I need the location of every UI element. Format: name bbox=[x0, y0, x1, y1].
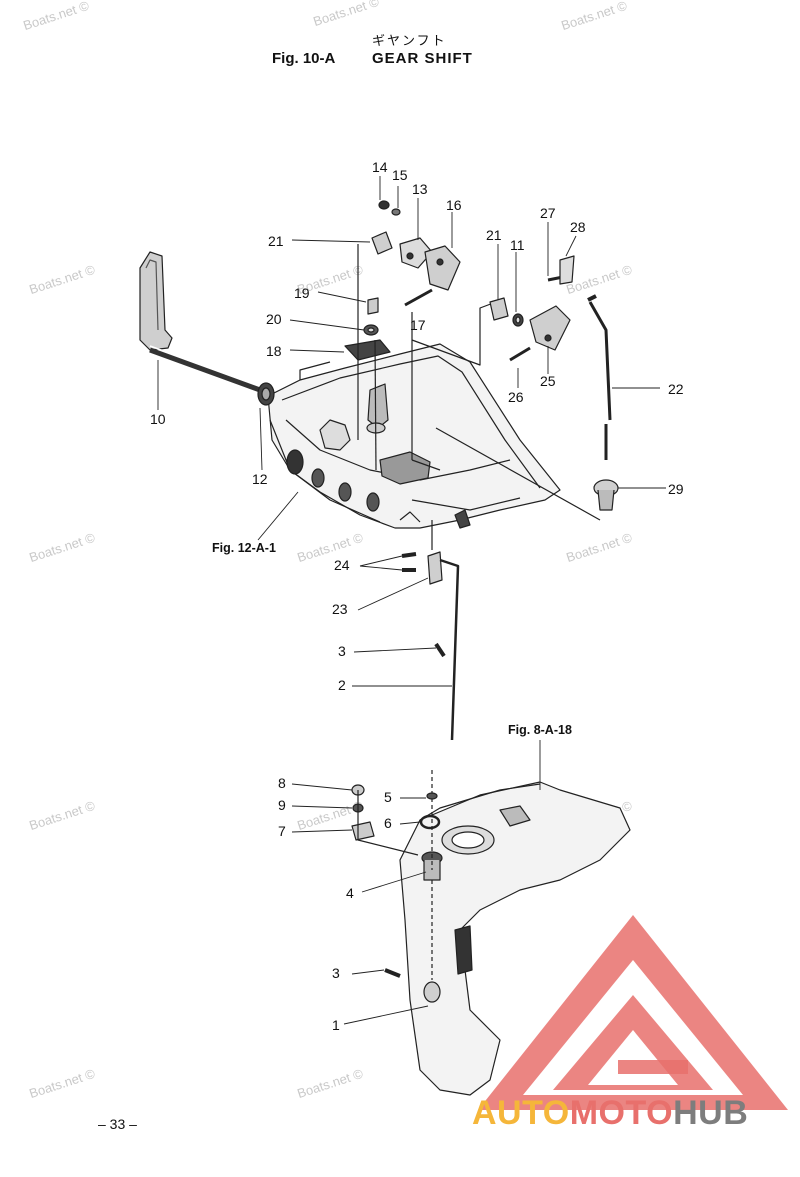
callout-9: 9 bbox=[278, 797, 286, 813]
callout-3-lower: 3 bbox=[332, 965, 340, 981]
callout-26: 26 bbox=[508, 389, 524, 405]
callout-8: 8 bbox=[278, 775, 286, 791]
shift-rod-illustration bbox=[401, 520, 460, 741]
callout-2: 2 bbox=[338, 677, 346, 693]
title-japanese: ギヤンフト bbox=[372, 34, 447, 49]
callout-28: 28 bbox=[570, 219, 586, 235]
page-number: – 33 – bbox=[98, 1116, 137, 1132]
callout-24: 24 bbox=[334, 557, 350, 573]
callout-13: 13 bbox=[412, 181, 428, 197]
callout-7: 7 bbox=[278, 823, 286, 839]
upper-linkage-illustration bbox=[344, 200, 497, 471]
lower-cowling-illustration bbox=[267, 343, 561, 529]
automotohub-logo-mark bbox=[478, 915, 788, 1110]
callout-17: 17 bbox=[410, 317, 426, 333]
callout-18: 18 bbox=[266, 343, 282, 359]
figure-references: Fig. 12-A-1 Fig. 8-A-18 bbox=[212, 541, 572, 737]
lower-housing-illustration bbox=[351, 770, 631, 1096]
callout-14: 14 bbox=[372, 159, 388, 175]
callout-16: 16 bbox=[446, 197, 462, 213]
callout-5: 5 bbox=[384, 789, 392, 805]
callout-21-right: 21 bbox=[486, 227, 502, 243]
logo-text-moto: MOTO bbox=[569, 1094, 674, 1132]
callout-4: 4 bbox=[346, 885, 354, 901]
page-title: GEAR SHIFT bbox=[372, 50, 473, 67]
callout-23: 23 bbox=[332, 601, 348, 617]
callout-15: 15 bbox=[392, 167, 408, 183]
right-linkage-illustration bbox=[435, 255, 619, 521]
callout-21-left: 21 bbox=[268, 233, 284, 249]
shift-lever-illustration bbox=[139, 251, 275, 406]
callout-6: 6 bbox=[384, 815, 392, 831]
logo-text-hub: HUB bbox=[673, 1094, 749, 1132]
callout-29: 29 bbox=[668, 481, 684, 497]
callout-12: 12 bbox=[252, 471, 268, 487]
callout-25: 25 bbox=[540, 373, 556, 389]
callout-27: 27 bbox=[540, 205, 556, 221]
logo-text-auto: AUTO bbox=[472, 1094, 570, 1132]
callout-3-upper: 3 bbox=[338, 643, 346, 659]
reference-fig-8-a-18: Fig. 8-A-18 bbox=[508, 723, 572, 737]
callout-19: 19 bbox=[294, 285, 310, 301]
callout-10: 10 bbox=[150, 411, 166, 427]
callout-20: 20 bbox=[266, 311, 282, 327]
callout-numbers: 14 15 13 16 21 19 20 17 18 10 12 21 11 2… bbox=[150, 159, 684, 1033]
automotohub-logo-text: AUTOMOTOHUB bbox=[472, 1094, 748, 1133]
figure-number: Fig. 10-A bbox=[272, 50, 336, 67]
reference-fig-12-a-1: Fig. 12-A-1 bbox=[212, 541, 276, 555]
callout-1: 1 bbox=[332, 1017, 340, 1033]
callout-11: 11 bbox=[510, 237, 525, 253]
leader-lines bbox=[157, 176, 666, 1025]
callout-22: 22 bbox=[668, 381, 684, 397]
